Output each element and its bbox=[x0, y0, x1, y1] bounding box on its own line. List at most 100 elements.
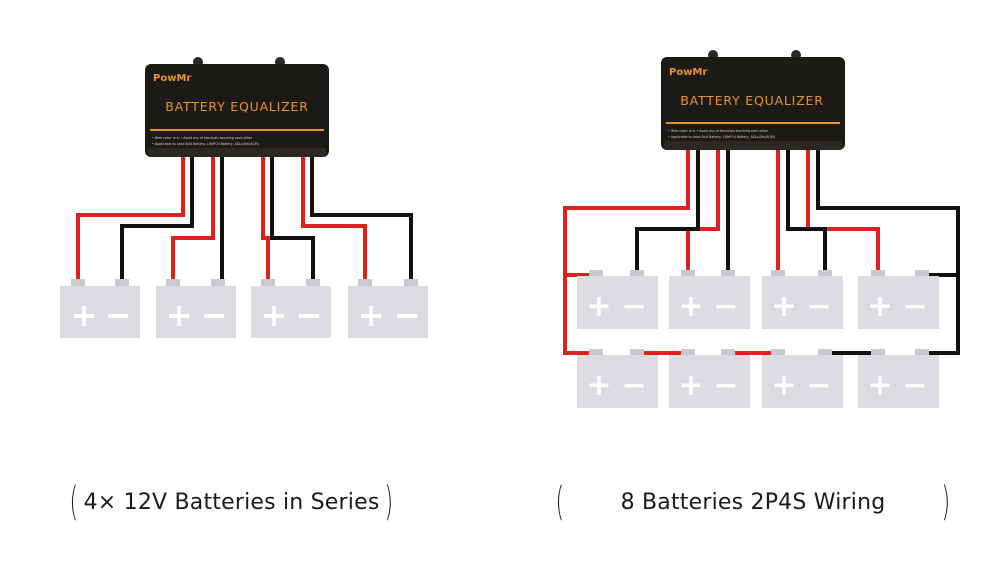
battery-body bbox=[858, 276, 939, 329]
left-wire-red-1 bbox=[76, 150, 185, 282]
left-wire-red-2 bbox=[171, 150, 215, 282]
equalizer-title: BATTERY EQUALIZER bbox=[165, 99, 308, 114]
battery-body bbox=[762, 355, 843, 408]
battery-terminal-negative bbox=[818, 270, 832, 278]
left-battery-4: + − bbox=[348, 279, 428, 338]
left-wire-red-3 bbox=[261, 150, 270, 282]
battery-terminal-positive bbox=[589, 270, 603, 278]
battery-plus-sign: + bbox=[678, 289, 703, 324]
right-wire-red-1 bbox=[563, 150, 690, 355]
battery-plus-sign: + bbox=[261, 296, 288, 334]
battery-terminal-positive bbox=[871, 349, 885, 357]
battery-terminal-positive bbox=[871, 270, 885, 278]
battery-terminal-positive bbox=[681, 270, 695, 278]
battery-minus-sign: − bbox=[713, 289, 738, 324]
left-wire-red-4 bbox=[301, 150, 367, 282]
equalizer-brand: PowMr bbox=[669, 67, 707, 78]
right-battery-top-4: + − bbox=[858, 270, 939, 329]
battery-terminal-negative bbox=[211, 279, 225, 288]
battery-minus-sign: − bbox=[296, 296, 323, 334]
right-battery-bottom-2: + − bbox=[669, 349, 750, 408]
battery-terminal-positive bbox=[261, 279, 275, 288]
battery-terminal-positive bbox=[771, 270, 785, 278]
battery-body bbox=[577, 276, 658, 329]
caption-open-paren: ( bbox=[69, 479, 79, 525]
battery-plus-sign: + bbox=[586, 368, 611, 403]
battery-minus-sign: − bbox=[806, 289, 831, 324]
right-battery-top-2: + − bbox=[669, 270, 750, 329]
battery-minus-sign: − bbox=[394, 296, 421, 334]
battery-minus-sign: − bbox=[713, 368, 738, 403]
equalizer-brand: PowMr bbox=[153, 73, 191, 84]
left-battery-2: + − bbox=[156, 279, 236, 338]
battery-plus-sign: + bbox=[358, 296, 385, 334]
left-battery-equalizer: PowMr BATTERY EQUALIZER • Wire color: ⊕ … bbox=[145, 57, 329, 157]
battery-body bbox=[669, 355, 750, 408]
right-battery-top-1: + − bbox=[577, 270, 658, 329]
battery-plus-sign: + bbox=[166, 296, 193, 334]
battery-body bbox=[762, 276, 843, 329]
right-wire-red-2 bbox=[686, 150, 720, 275]
caption-close-paren: ) bbox=[941, 479, 951, 525]
battery-terminal-negative bbox=[721, 270, 735, 278]
caption-series: ( 4× 12V Batteries in Series ) bbox=[66, 478, 397, 526]
battery-body bbox=[577, 355, 658, 408]
equalizer-orange-stripe bbox=[150, 129, 324, 131]
right-wire-black-3 bbox=[786, 150, 827, 275]
equalizer-note-1: • Wire color: ⊕ ⊖ • Avoid any of termina… bbox=[152, 136, 253, 140]
equalizer-note-2: • Applicable to Lead Acid Battery, LiFeP… bbox=[152, 142, 259, 146]
battery-minus-sign: − bbox=[621, 289, 646, 324]
battery-plus-sign: + bbox=[867, 368, 892, 403]
left-wiring bbox=[76, 150, 413, 282]
battery-minus-sign: − bbox=[621, 368, 646, 403]
battery-terminal-negative bbox=[818, 349, 832, 357]
equalizer-bottom-lip bbox=[664, 141, 842, 150]
caption-close-paren: ) bbox=[384, 479, 394, 525]
caption-series-text: 4× 12V Batteries in Series bbox=[83, 489, 380, 515]
equalizer-body bbox=[661, 57, 845, 150]
equalizer-title: BATTERY EQUALIZER bbox=[680, 93, 823, 108]
caption-open-paren: ( bbox=[555, 479, 565, 525]
battery-terminal-negative bbox=[306, 279, 320, 288]
battery-plus-sign: + bbox=[867, 289, 892, 324]
battery-plus-sign: + bbox=[71, 296, 98, 334]
battery-terminal-positive bbox=[589, 349, 603, 357]
battery-terminal-positive bbox=[358, 279, 372, 288]
battery-minus-sign: − bbox=[201, 296, 228, 334]
battery-terminal-positive bbox=[71, 279, 85, 288]
left-wire-black-1 bbox=[120, 150, 194, 282]
battery-terminal-negative bbox=[915, 270, 929, 278]
battery-terminal-negative bbox=[115, 279, 129, 288]
battery-body bbox=[669, 276, 750, 329]
right-wire-black-4 bbox=[816, 150, 960, 355]
battery-minus-sign: − bbox=[902, 368, 927, 403]
battery-terminal-negative bbox=[404, 279, 418, 288]
battery-body bbox=[156, 286, 236, 338]
caption-2p4s: ( 8 Batteries 2P4S Wiring ) bbox=[552, 478, 954, 526]
right-battery-top-3: + − bbox=[762, 270, 843, 329]
right-wire-red-4 bbox=[806, 150, 880, 275]
right-battery-bottom-1: + − bbox=[577, 349, 658, 408]
battery-terminal-positive bbox=[681, 349, 695, 357]
battery-terminal-negative bbox=[915, 349, 929, 357]
equalizer-note-1: • Wire color: ⊕ ⊖ • Avoid any of termina… bbox=[668, 129, 769, 133]
left-battery-3: + − bbox=[251, 279, 331, 338]
battery-plus-sign: + bbox=[586, 289, 611, 324]
battery-terminal-positive bbox=[771, 349, 785, 357]
right-battery-bottom-3: + − bbox=[762, 349, 843, 408]
equalizer-note-2: • Applicable to Lead Acid Battery, LiFeP… bbox=[668, 135, 775, 139]
battery-terminal-negative bbox=[630, 270, 644, 278]
battery-plus-sign: + bbox=[771, 289, 796, 324]
right-wire-black-1 bbox=[635, 150, 700, 275]
battery-body bbox=[858, 355, 939, 408]
left-wire-black-4 bbox=[310, 150, 413, 282]
battery-minus-sign: − bbox=[806, 368, 831, 403]
battery-plus-sign: + bbox=[678, 368, 703, 403]
equalizer-body bbox=[145, 64, 329, 157]
right-battery-bottom-4: + − bbox=[858, 349, 939, 408]
battery-terminal-negative bbox=[630, 349, 644, 357]
left-wire-black-3 bbox=[270, 150, 315, 282]
battery-plus-sign: + bbox=[771, 368, 796, 403]
battery-body bbox=[251, 286, 331, 338]
